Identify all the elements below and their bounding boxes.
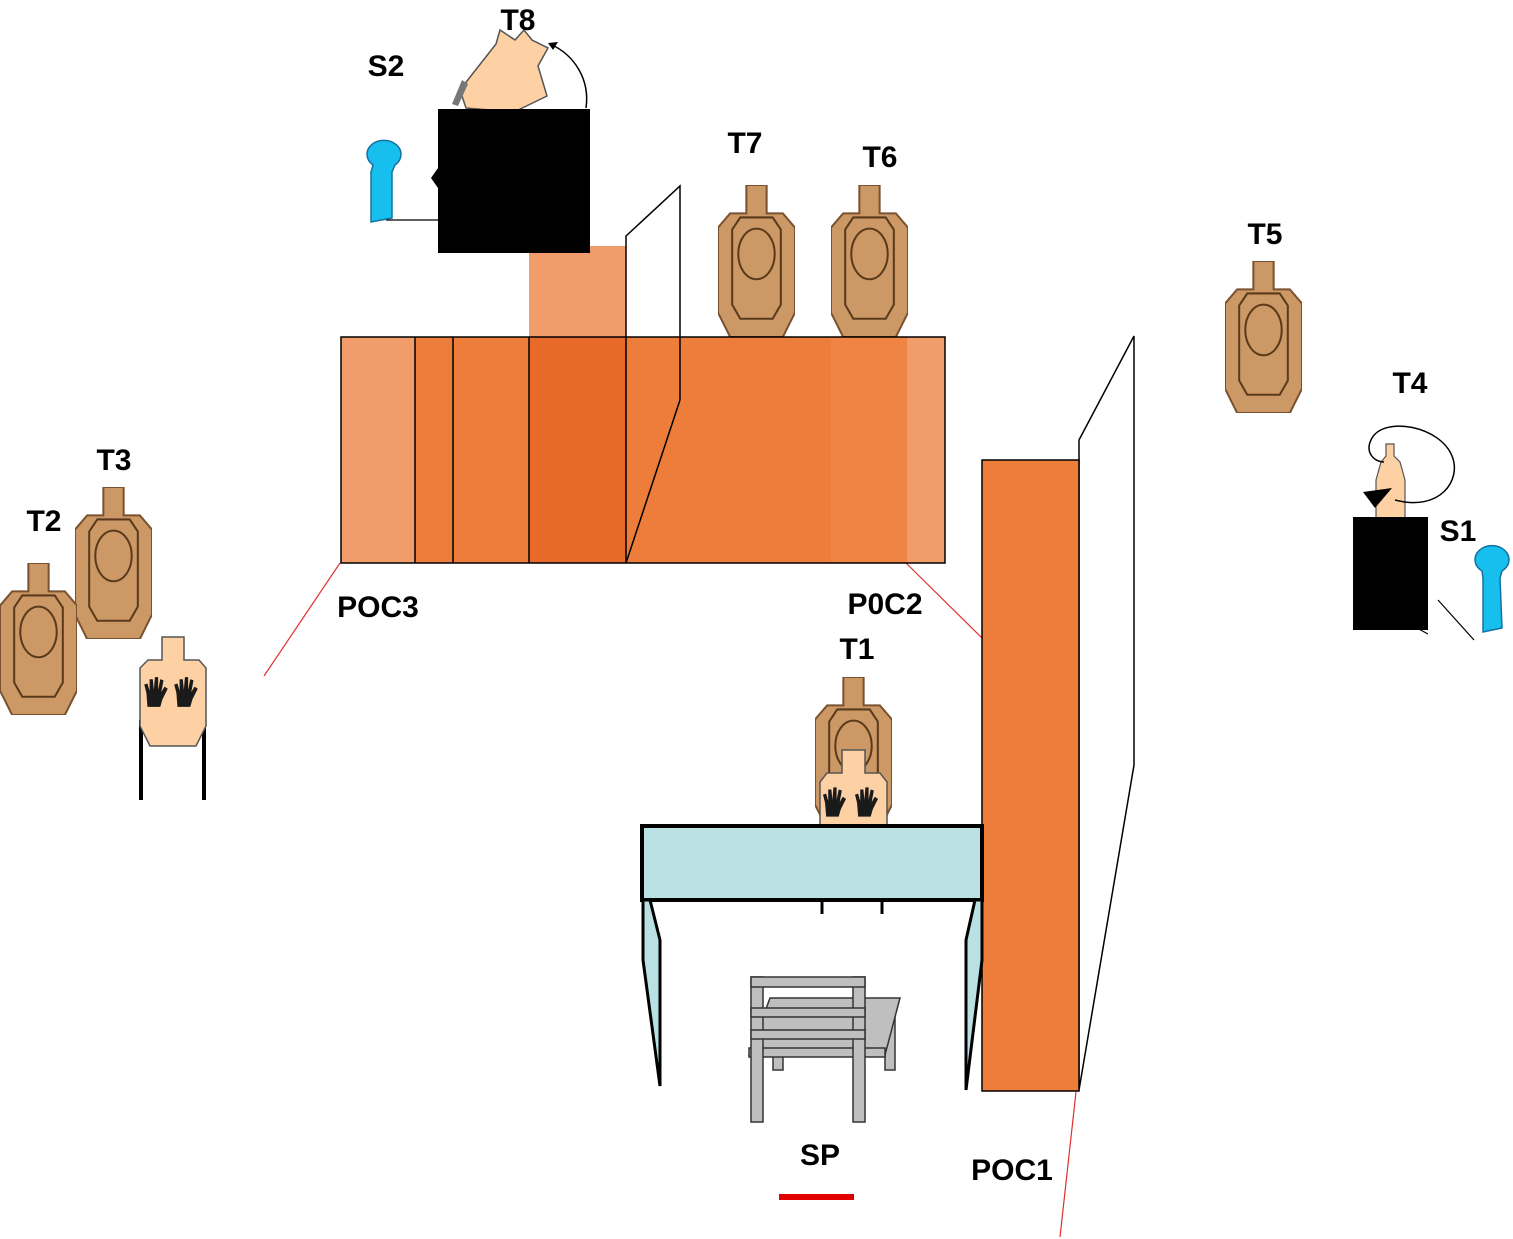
vision-barrier-s1	[1353, 517, 1428, 630]
target-t2: T2	[0, 505, 77, 715]
poc3-label: POC3	[337, 591, 419, 624]
fault-line-poc2	[905, 562, 983, 639]
popper-icon	[366, 139, 402, 223]
side-wall	[981, 335, 1135, 1092]
target-t7-label: T7	[727, 127, 762, 160]
target-t6: T6	[831, 141, 908, 337]
target-t5: T5	[1225, 218, 1302, 413]
chair-icon	[747, 976, 901, 1123]
popper-icon	[1474, 544, 1510, 633]
swinger-icon	[459, 28, 550, 113]
popper-s1-label: S1	[1440, 515, 1477, 548]
fault-line-poc3	[263, 562, 341, 677]
popper-s2: S2	[366, 50, 438, 223]
target-t2-label: T2	[26, 505, 61, 538]
raised-platform	[529, 246, 626, 338]
fault-lines	[263, 562, 1077, 1238]
target-t8: T8	[452, 4, 588, 113]
no-shoot-left	[139, 636, 207, 800]
poc1-label: POC1	[971, 1154, 1053, 1187]
swing-arrow-icon	[1368, 425, 1456, 504]
main-wall	[340, 336, 946, 564]
table-icon	[640, 824, 984, 1091]
swing-arrow-icon	[549, 43, 588, 109]
popper-s2-label: S2	[368, 50, 405, 83]
target-t5-label: T5	[1247, 218, 1282, 251]
target-t4: T4	[1363, 367, 1456, 519]
target-t1: T1	[815, 633, 892, 829]
start-position: SP	[779, 1139, 854, 1200]
no-shoot-icon	[139, 636, 207, 747]
fault-line-poc1	[1059, 1091, 1077, 1238]
target-t1-label: T1	[839, 633, 874, 666]
poc2-label: P0C2	[847, 588, 922, 621]
target-t3: T3	[75, 444, 152, 639]
target-t7: T7	[718, 127, 795, 337]
popper-s1-cable	[1437, 599, 1475, 641]
target-t6-label: T6	[862, 141, 897, 174]
target-t8-label: T8	[500, 4, 535, 37]
target-t4-label: T4	[1392, 367, 1427, 400]
swinger-icon	[1375, 443, 1406, 519]
start-label: SP	[800, 1139, 840, 1172]
popper-s1: S1	[1414, 515, 1510, 641]
vision-barrier-s2	[438, 109, 590, 253]
target-t3-label: T3	[96, 444, 131, 477]
